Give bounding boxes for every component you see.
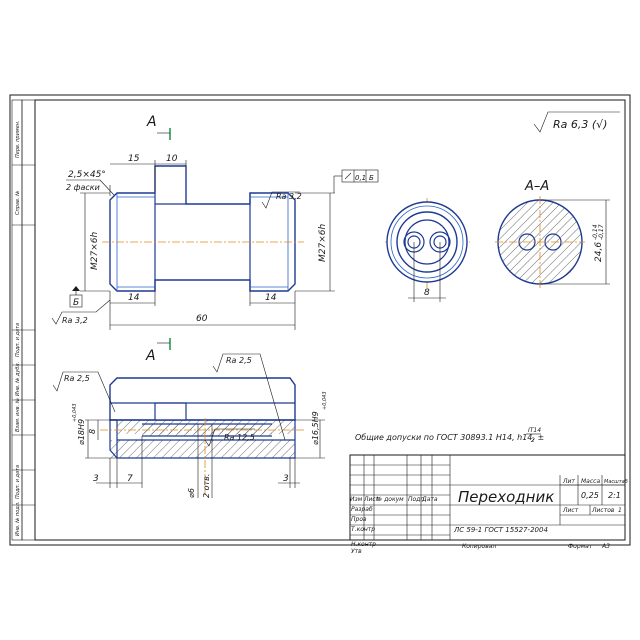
section-aa: A–A 24,6 -0,14 -0,17 — [495, 179, 610, 288]
tb-scale-label: Масштаб — [604, 479, 628, 485]
tb-row-label-3: Подп — [408, 496, 424, 503]
width-8: 8 — [424, 288, 430, 298]
tb-row-label-0: Изм — [350, 496, 363, 503]
section-title: A–A — [524, 179, 549, 194]
section-diameter: 24,6 — [594, 242, 604, 262]
tb-role-0: Разраб — [351, 506, 373, 513]
chamfer-note: 2 фаски — [66, 183, 100, 192]
side-label-5: Подп. и дата — [15, 465, 21, 499]
tb-part-name: Переходник — [458, 488, 554, 506]
sheet-inner-frame — [34, 99, 626, 541]
dim-14-left: 14 — [128, 293, 140, 303]
datum-label: Б — [73, 298, 79, 308]
bore-left: ⌀18H9 — [77, 419, 86, 445]
thread-left: M27×6h — [90, 232, 100, 270]
tb-material: ЛС 59-1 ГОСТ 15527-2004 — [453, 526, 548, 534]
bore-right-tol: +0,043 — [322, 391, 328, 410]
roughness-left: Ra 3,2 — [62, 316, 88, 325]
tb-scale: 2:1 — [608, 491, 621, 500]
section-diameter-tol2: -0,17 — [598, 224, 605, 240]
side-label-2: Подп. и дата — [15, 323, 21, 357]
tb-mass: 0,25 — [581, 491, 599, 500]
side-strip: Перв. примен. Справ. № Подп. и дата Инв.… — [11, 99, 36, 541]
section-mark-top: A — [146, 114, 157, 130]
end-view: 8 — [385, 198, 470, 302]
thread-right: M27×6h — [318, 224, 328, 262]
general-tolerances-text: Общие допуски по ГОСТ 30893.1 H14, h14, … — [355, 433, 544, 442]
tb-sheets-label: Листов — [591, 507, 615, 514]
title-block: Изм Лист № докум Подп Дата Разраб Пров Т… — [349, 454, 628, 555]
tb-sheets-count: 1 — [618, 507, 622, 514]
ls-dim-6: ⌀6 — [187, 488, 196, 498]
tb-copied: Копировал — [462, 543, 496, 550]
ls-roughness-right: Ra 2,5 — [226, 356, 252, 365]
dim-10: 10 — [166, 154, 178, 164]
side-label-0: Перв. примен. — [15, 120, 21, 158]
chamfer-label: 2,5×45° — [68, 170, 106, 180]
roughness-general-text: Ra 6,3 (√) — [553, 118, 607, 131]
side-label-4: Взам. инв. № — [15, 398, 21, 432]
sheet-outer-border — [9, 94, 631, 546]
ls-dim-7: 7 — [127, 474, 133, 484]
tolerance-den: 2 — [531, 437, 535, 444]
tolerance-num: IT14 — [528, 427, 541, 434]
tb-lit-label: Лит — [562, 478, 575, 485]
tolerance-value: 0,1 — [355, 174, 366, 182]
ls-dim-3-left: 3 — [93, 474, 99, 484]
dim-14-right: 14 — [265, 293, 277, 303]
roughness-right: Ra 3,2 — [276, 192, 302, 201]
dim-15: 15 — [128, 154, 140, 164]
ls-dim-3-right: 3 — [283, 474, 289, 484]
section-diameter-tol: -0,14 — [592, 224, 599, 240]
side-label-6: Инв. № подл. — [15, 502, 21, 537]
tb-row-label-4: Дата — [421, 496, 438, 503]
section-mark-bottom: A — [145, 348, 156, 364]
tb-role-2: Т.контр — [351, 526, 375, 533]
bore-left-tol: +0,043 — [72, 403, 78, 422]
bore-right: ⌀16,5H9 — [311, 411, 320, 445]
ls-roughness-center: Ra 12,5 — [224, 433, 255, 442]
tb-role-4: Н.контр — [351, 541, 376, 548]
tb-format: Формат — [568, 543, 593, 550]
tb-row-label-2: № докум — [375, 496, 404, 503]
tb-mass-label: Масса — [581, 478, 600, 485]
ls-dim-8: 8 — [88, 429, 97, 434]
dim-60: 60 — [196, 314, 208, 324]
ls-roughness-left: Ra 2,5 — [64, 374, 90, 383]
tb-row-label-1: Лист — [363, 496, 380, 503]
ls-holes-note: 2 отв. — [202, 474, 211, 498]
tb-role-5: Утв — [351, 548, 362, 555]
front-view: A 15 10 2,5×45° 2 фаски M27×6h — [51, 114, 379, 330]
tb-sheet-label: Лист — [562, 507, 579, 514]
tolerance-datum: Б — [369, 174, 374, 182]
side-label-1: Справ. № — [15, 191, 21, 215]
general-tolerances: Общие допуски по ГОСТ 30893.1 H14, h14, … — [355, 427, 544, 444]
tb-role-1: Пров — [351, 516, 367, 523]
side-label-3: Инв. № дубл. — [15, 362, 21, 396]
long-section: A Ra 2,5 Ra 2,5 Ra 12,5 ⌀18H9 +0,043 8 — [52, 338, 328, 498]
general-roughness: Ra 6,3 (√) — [533, 111, 620, 133]
tb-format-value: А3 — [601, 543, 610, 550]
